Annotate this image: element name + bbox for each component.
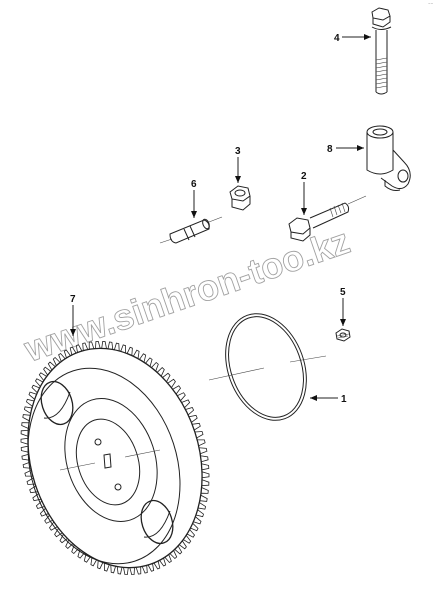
bracket-part — [366, 125, 411, 191]
gear-part — [20, 340, 210, 576]
callout-1-label: 1 — [341, 394, 347, 405]
o-ring-part — [208, 313, 327, 421]
callout-5-label: 5 — [340, 287, 346, 298]
long-bolt-part — [371, 7, 392, 95]
watermark-text: www.sinhron-too.kz — [18, 220, 354, 370]
callout-6-label: 6 — [191, 179, 197, 190]
callout-2-label: 2 — [301, 171, 307, 182]
nut-part — [229, 185, 251, 211]
callout-8-label: 8 — [327, 144, 333, 155]
callout-3-label: 3 — [235, 146, 241, 157]
callout-4-label: 4 — [334, 33, 340, 44]
corner-mark: ⁻⁻ — [428, 2, 434, 8]
callout-7-label: 7 — [70, 294, 76, 305]
bolt-part — [288, 195, 367, 242]
gear-teeth-outline — [20, 340, 210, 576]
dowel-pin-part — [159, 216, 223, 244]
small-nut-part — [335, 328, 351, 342]
gear-teeth — [20, 340, 210, 576]
